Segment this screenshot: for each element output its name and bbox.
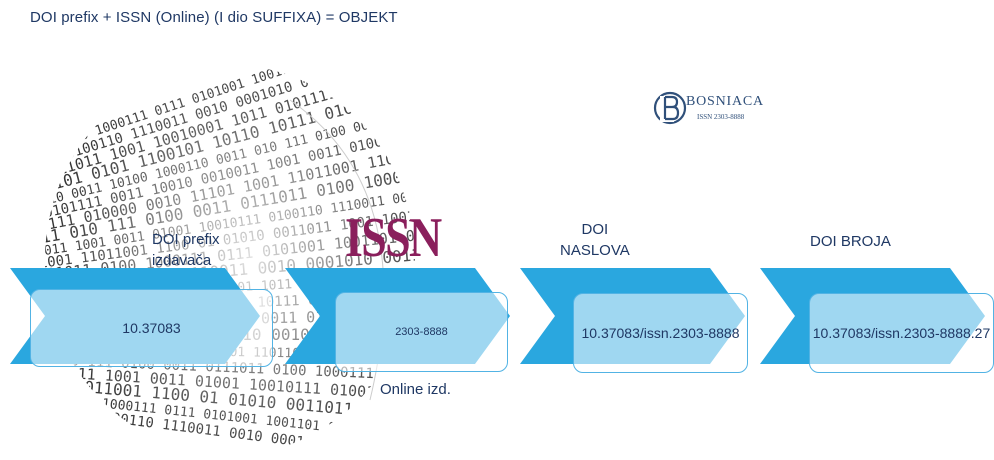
doi-broja-box: 10.37083/issn.2303-8888.27	[809, 293, 994, 373]
label-doi-prefix: DOI prefix izdavača	[152, 231, 220, 269]
label-doi-naslova: DOI NASLOVA	[560, 221, 630, 259]
doi-prefix-box: 10.37083	[30, 289, 273, 367]
logo-name: BOSNIACA	[686, 94, 764, 109]
label-online-izd: Online izd.	[380, 381, 451, 398]
formula-title: DOI prefix + ISSN (Online) (I dio SUFFIX…	[30, 9, 398, 26]
issn-online-box: 2303-8888	[335, 292, 508, 372]
label-doi-broja: DOI BROJA	[810, 233, 891, 250]
bosniaca-logo	[653, 91, 687, 125]
doi-naslova-box: 10.37083/issn.2303-8888	[573, 293, 748, 373]
logo-issn: ISSN 2303-8888	[697, 113, 745, 121]
issn-logo: ISSN	[345, 207, 442, 269]
